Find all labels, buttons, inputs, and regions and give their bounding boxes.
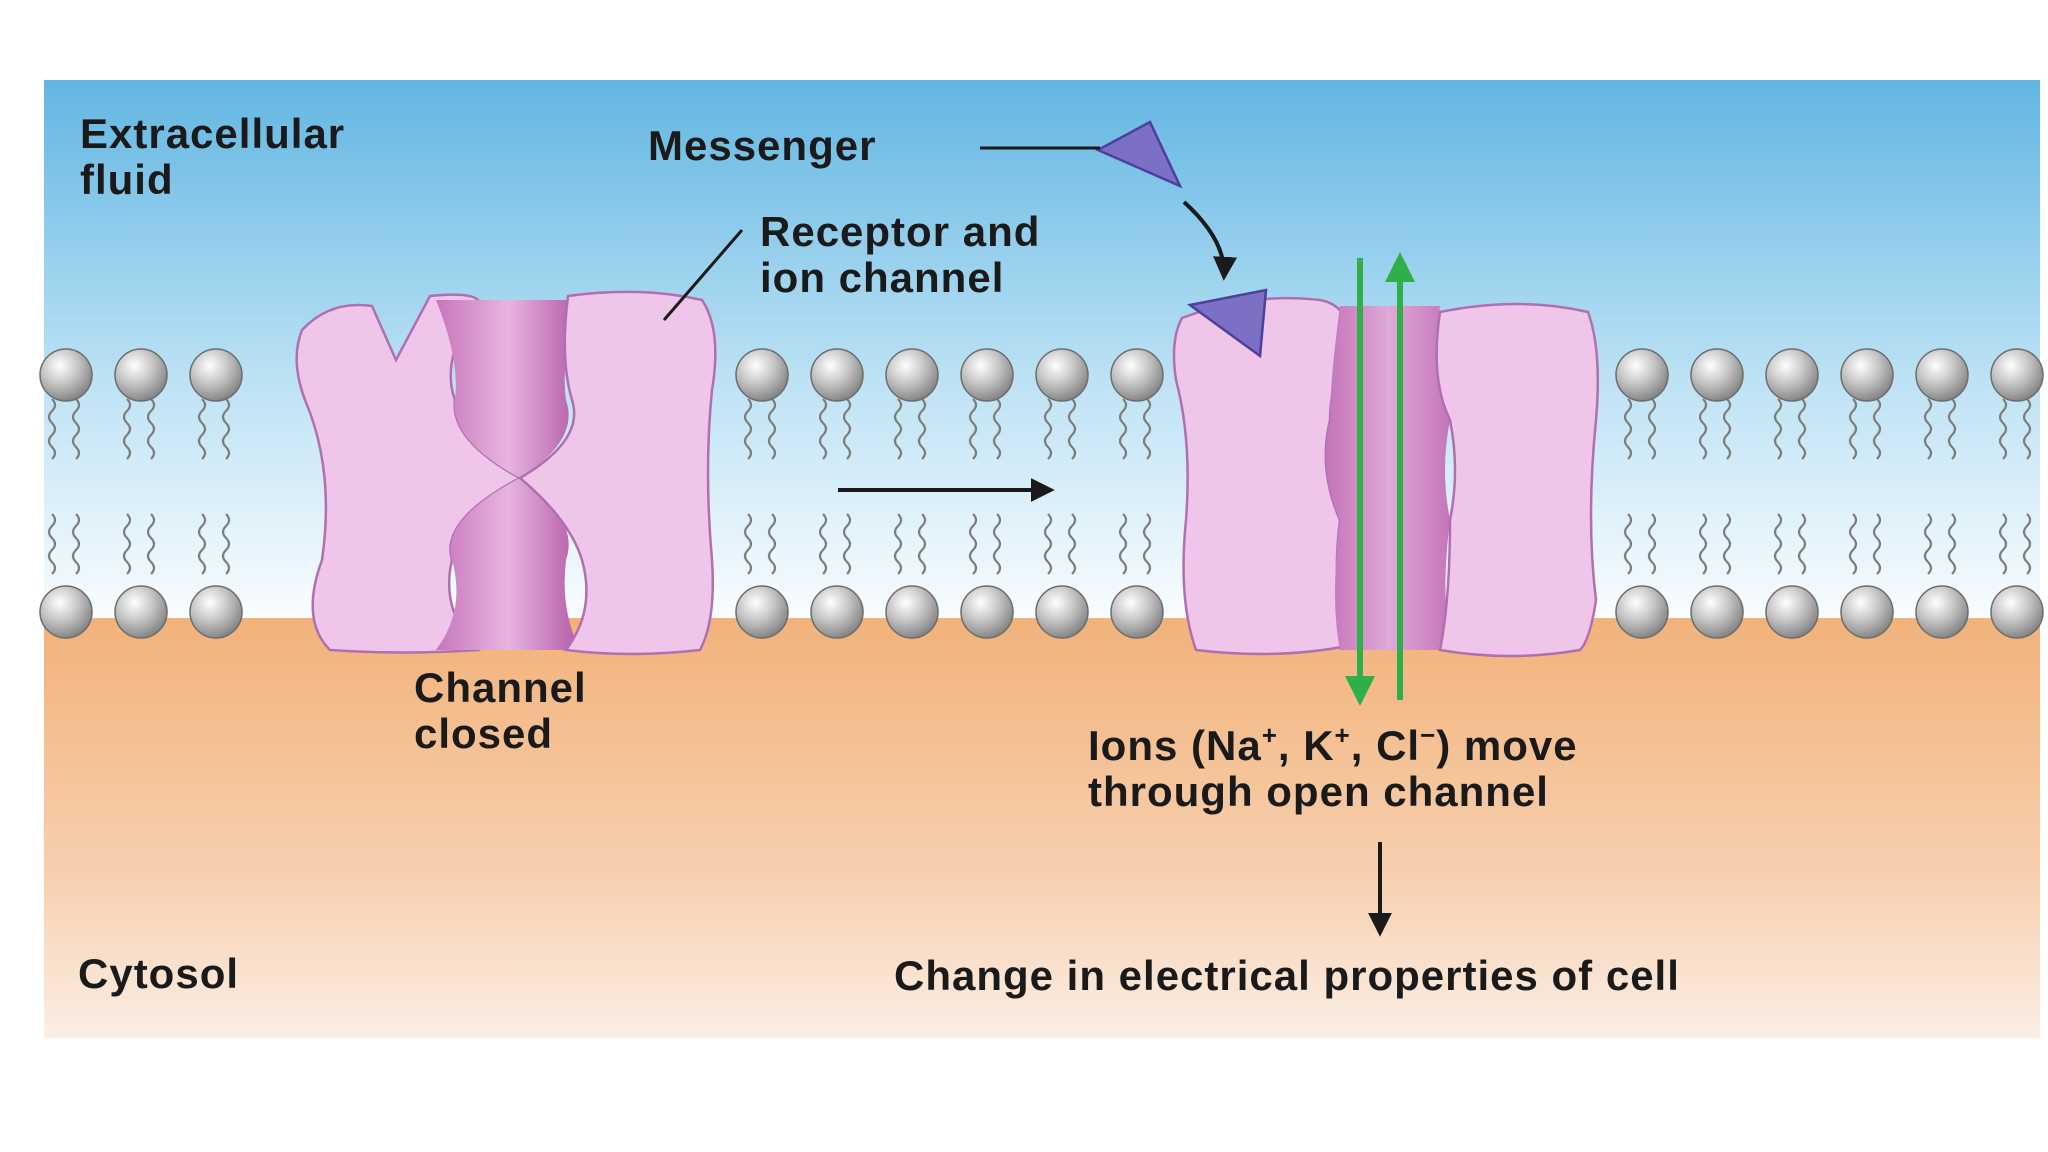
extracellular-label-line1: Extracellular bbox=[80, 110, 345, 157]
cytosol-label: Cytosol bbox=[78, 950, 239, 997]
closed-ion-channel bbox=[295, 290, 717, 656]
lipid-head bbox=[735, 348, 789, 402]
lipid-head bbox=[39, 585, 93, 639]
lipid-bilayer bbox=[39, 348, 2044, 639]
lipid-head bbox=[885, 585, 939, 639]
lipid-head bbox=[1690, 348, 1744, 402]
receptor-label-line2: ion channel bbox=[760, 254, 1004, 301]
ions-sep-cl: , Cl bbox=[1351, 722, 1420, 769]
lipid-head bbox=[1765, 585, 1819, 639]
ions-prefix: Ions (Na bbox=[1088, 722, 1262, 769]
receptor-leader-line bbox=[662, 229, 744, 321]
open-channel-pore bbox=[1325, 306, 1452, 650]
ions-sep-k: , K bbox=[1278, 722, 1335, 769]
lipid-head bbox=[114, 348, 168, 402]
lipid-head bbox=[1915, 348, 1969, 402]
open-ion-channel bbox=[1172, 288, 1600, 658]
open-channel-right-subunit bbox=[1435, 302, 1600, 658]
lipid-head bbox=[1690, 585, 1744, 639]
messenger-icon bbox=[1095, 120, 1183, 189]
extracellular-label: Extracellular fluid bbox=[80, 110, 358, 203]
receptor-label: Receptor and ion channel bbox=[760, 208, 1053, 301]
lipid-head bbox=[1840, 348, 1894, 402]
lipid-head bbox=[1990, 348, 2044, 402]
lipid-head bbox=[1035, 585, 1089, 639]
extracellular-label-line2: fluid bbox=[80, 156, 174, 203]
chloride-charge: − bbox=[1420, 720, 1436, 750]
lipid-head bbox=[1110, 348, 1164, 402]
channel-closed-label-line1: Channel bbox=[414, 664, 587, 711]
ions-label-line2: through open channel bbox=[1088, 768, 1549, 815]
lipid-head bbox=[960, 585, 1014, 639]
lipid-head bbox=[1765, 348, 1819, 402]
lipid-head bbox=[1840, 585, 1894, 639]
bound-messenger bbox=[1186, 288, 1268, 359]
channel-closed-label-line2: closed bbox=[414, 710, 553, 757]
channel-closed-label: Channel closed bbox=[414, 664, 599, 757]
cytosol-region bbox=[44, 618, 2040, 1038]
lipid-head bbox=[1615, 348, 1669, 402]
sodium-charge: + bbox=[1262, 720, 1278, 750]
potassium-charge: + bbox=[1335, 720, 1351, 750]
ions-label-line1: Ions (Na+, K+, Cl−) move bbox=[1088, 720, 1578, 769]
result-label: Change in electrical properties of cell bbox=[894, 952, 1680, 999]
messenger-label: Messenger bbox=[648, 122, 876, 169]
lipid-head bbox=[1035, 348, 1089, 402]
lipid-head bbox=[39, 348, 93, 402]
ions-suffix: ) move bbox=[1436, 722, 1577, 769]
open-channel-left-subunit bbox=[1172, 296, 1354, 656]
lipid-head bbox=[810, 585, 864, 639]
lipid-head bbox=[810, 348, 864, 402]
lipid-head bbox=[189, 348, 243, 402]
closed-channel-right-subunit bbox=[517, 290, 717, 656]
closed-channel-pore bbox=[436, 300, 580, 650]
lipid-head bbox=[1615, 585, 1669, 639]
closed-channel-left-subunit bbox=[295, 293, 523, 654]
lipid-head bbox=[189, 585, 243, 639]
receptor-label-line1: Receptor and bbox=[760, 208, 1040, 255]
lipid-head bbox=[1110, 585, 1164, 639]
lipid-head bbox=[114, 585, 168, 639]
lipid-head bbox=[885, 348, 939, 402]
lipid-head bbox=[960, 348, 1014, 402]
lipid-head bbox=[1990, 585, 2044, 639]
lipid-head bbox=[1915, 585, 1969, 639]
binding-arrow bbox=[1182, 200, 1238, 281]
lipid-head bbox=[735, 585, 789, 639]
